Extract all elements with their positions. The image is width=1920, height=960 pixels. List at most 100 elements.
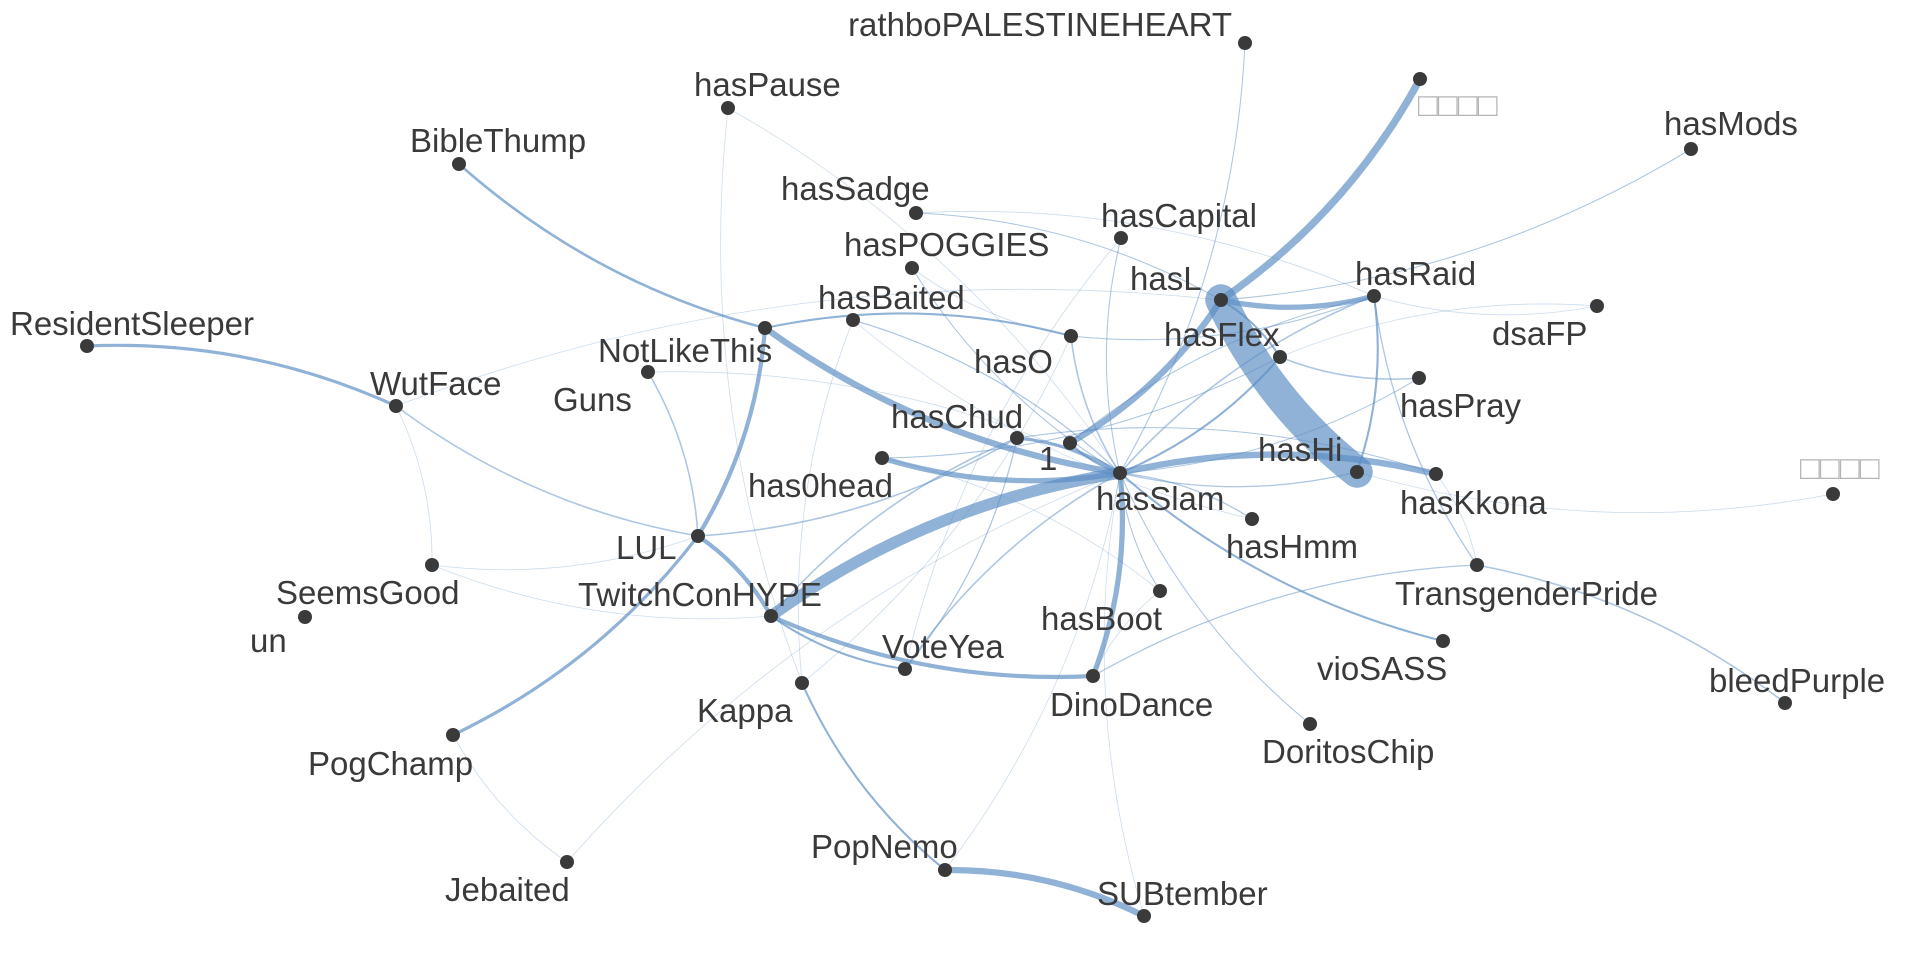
edge-hasSadge-hasRaid: [915, 210, 1375, 297]
edge-hasFlex-hasPray: [1279, 356, 1420, 380]
edge-hasSlam-hasRaid: [1119, 295, 1375, 474]
edge-WutFace-hasL: [395, 288, 1222, 407]
node-hasSadge[interactable]: [909, 206, 923, 220]
edge-LUL-Guns: [647, 371, 699, 537]
node-label-DinoDance: DinoDance: [1050, 686, 1213, 723]
node-label-hasCapital: hasCapital: [1101, 197, 1257, 234]
edge-LUL-TwitchConHYPE: [695, 533, 774, 619]
edge-TransgenderPride-bleedPurple: [1476, 564, 1786, 704]
node-label-hasHi: hasHi: [1258, 431, 1342, 468]
node-DinoDance[interactable]: [1086, 669, 1100, 683]
node-LUL[interactable]: [691, 529, 705, 543]
edge-Kappa-PopNemo: [800, 681, 947, 872]
edge-TwitchConHYPE-hasChud: [770, 437, 1018, 617]
edge-hasRaid-hasHi: [1355, 294, 1379, 474]
node-NotLikeThis[interactable]: [758, 321, 772, 335]
node-label-WutFace: WutFace: [370, 365, 501, 402]
node-DoritosChip[interactable]: [1303, 717, 1317, 731]
edge-hasPause-Kappa: [720, 107, 803, 684]
node-hasHi[interactable]: [1350, 465, 1364, 479]
node-hasChud[interactable]: [1010, 431, 1024, 445]
node-hasPray[interactable]: [1412, 371, 1426, 385]
node-hasPOGGIES[interactable]: [905, 261, 919, 275]
node-label-DoritosChip: DoritosChip: [1262, 733, 1434, 770]
node-label-SUBtember: SUBtember: [1097, 875, 1268, 912]
node-Guns[interactable]: [641, 365, 655, 379]
node-tofu2[interactable]: [1826, 487, 1840, 501]
edge-NotLikeThis-hasO: [763, 312, 1073, 338]
edge-has0head-hasBoot: [881, 457, 1161, 592]
edge-TwitchConHYPE-VoteYea: [769, 614, 907, 671]
node-label-vioSASS: vioSASS: [1317, 650, 1447, 687]
node-label-hasBaited: hasBaited: [818, 279, 965, 316]
node-WutFace[interactable]: [389, 399, 403, 413]
node-SeemsGood[interactable]: [425, 558, 439, 572]
node-label-Guns: Guns: [553, 381, 632, 418]
edge-LUL-NotLikeThis: [695, 325, 768, 539]
node-has0head[interactable]: [875, 451, 889, 465]
node-dsaFP[interactable]: [1590, 299, 1604, 313]
node-BibleThump[interactable]: [452, 157, 466, 171]
node-hasBoot[interactable]: [1153, 584, 1167, 598]
edge-hasHi-tofu2: [1356, 471, 1834, 514]
edge-hasL-tofu1: [1217, 75, 1424, 304]
edge-hasCapital-hasSlam: [1105, 237, 1122, 474]
node-PogChamp[interactable]: [446, 728, 460, 742]
edge-SeemsGood-LUL: [431, 535, 699, 571]
node-hasFlex[interactable]: [1273, 350, 1287, 364]
edge-hasFlex-dsaFP: [1279, 303, 1598, 358]
node-label-hasMods: hasMods: [1664, 105, 1798, 142]
edge-hasKkona-TransgenderPride: [1435, 473, 1478, 566]
node-rathbo[interactable]: [1238, 36, 1252, 50]
edge-PopNemo-hasSlam: [944, 472, 1121, 871]
node-ResidentSleeper[interactable]: [80, 339, 94, 353]
node-hasBaited[interactable]: [846, 313, 860, 327]
node-label-SeemsGood: SeemsGood: [276, 574, 459, 611]
node-hasMods[interactable]: [1684, 142, 1698, 156]
node-un[interactable]: [298, 610, 312, 624]
node-hasKkona[interactable]: [1429, 467, 1443, 481]
edge-hasSlam-hasHmm: [1119, 472, 1253, 520]
node-label-hasL: hasL: [1130, 260, 1202, 297]
node-label-NotLikeThis: NotLikeThis: [598, 332, 772, 369]
edge-LUL-WutFace: [395, 405, 699, 537]
node-SUBtember[interactable]: [1137, 909, 1151, 923]
node-Kappa[interactable]: [795, 676, 809, 690]
node-hasPause[interactable]: [721, 101, 735, 115]
node-hasCapital[interactable]: [1114, 231, 1128, 245]
edge-BibleThump-NotLikeThis: [457, 162, 767, 330]
node-TransgenderPride[interactable]: [1470, 558, 1484, 572]
node-label-hasHmm: hasHmm: [1226, 528, 1358, 565]
node-TwitchConHYPE[interactable]: [764, 609, 778, 623]
node-hasO[interactable]: [1064, 329, 1078, 343]
node-label-hasSadge: hasSadge: [781, 170, 930, 207]
node-bleedPurple[interactable]: [1778, 696, 1792, 710]
node-one[interactable]: [1063, 436, 1077, 450]
node-Jebaited[interactable]: [560, 855, 574, 869]
node-label-hasKkona: hasKkona: [1400, 484, 1547, 521]
node-label-bleedPurple: bleedPurple: [1709, 662, 1885, 699]
node-hasSlam[interactable]: [1113, 466, 1127, 480]
edge-VoteYea-hasSlam: [904, 472, 1121, 670]
node-hasRaid[interactable]: [1367, 289, 1381, 303]
node-label-hasPray: hasPray: [1400, 387, 1522, 424]
node-label-tofu1: □□□□: [1418, 86, 1498, 123]
node-tofu1[interactable]: [1413, 72, 1427, 86]
node-hasHmm[interactable]: [1245, 512, 1259, 526]
node-hasL[interactable]: [1214, 293, 1228, 307]
edge-DinoDance-TransgenderPride: [1092, 564, 1478, 677]
edge-hasO-Kappa: [801, 335, 1072, 684]
node-vioSASS[interactable]: [1436, 634, 1450, 648]
edge-has0head-hasSlam: [879, 455, 1123, 484]
edge-hasSlam-DoritosChip: [1119, 472, 1311, 725]
edge-hasFlex-hasSlam: [1118, 355, 1282, 475]
edge-Jebaited-hasSlam: [566, 472, 1121, 863]
node-label-VoteYea: VoteYea: [882, 628, 1004, 665]
node-label-hasRaid: hasRaid: [1355, 255, 1476, 292]
node-PopNemo[interactable]: [938, 863, 952, 877]
node-layer: [80, 36, 1840, 923]
node-label-ResidentSleeper: ResidentSleeper: [10, 305, 254, 342]
edge-SeemsGood-TwitchConHYPE: [431, 564, 772, 620]
node-VoteYea[interactable]: [898, 662, 912, 676]
